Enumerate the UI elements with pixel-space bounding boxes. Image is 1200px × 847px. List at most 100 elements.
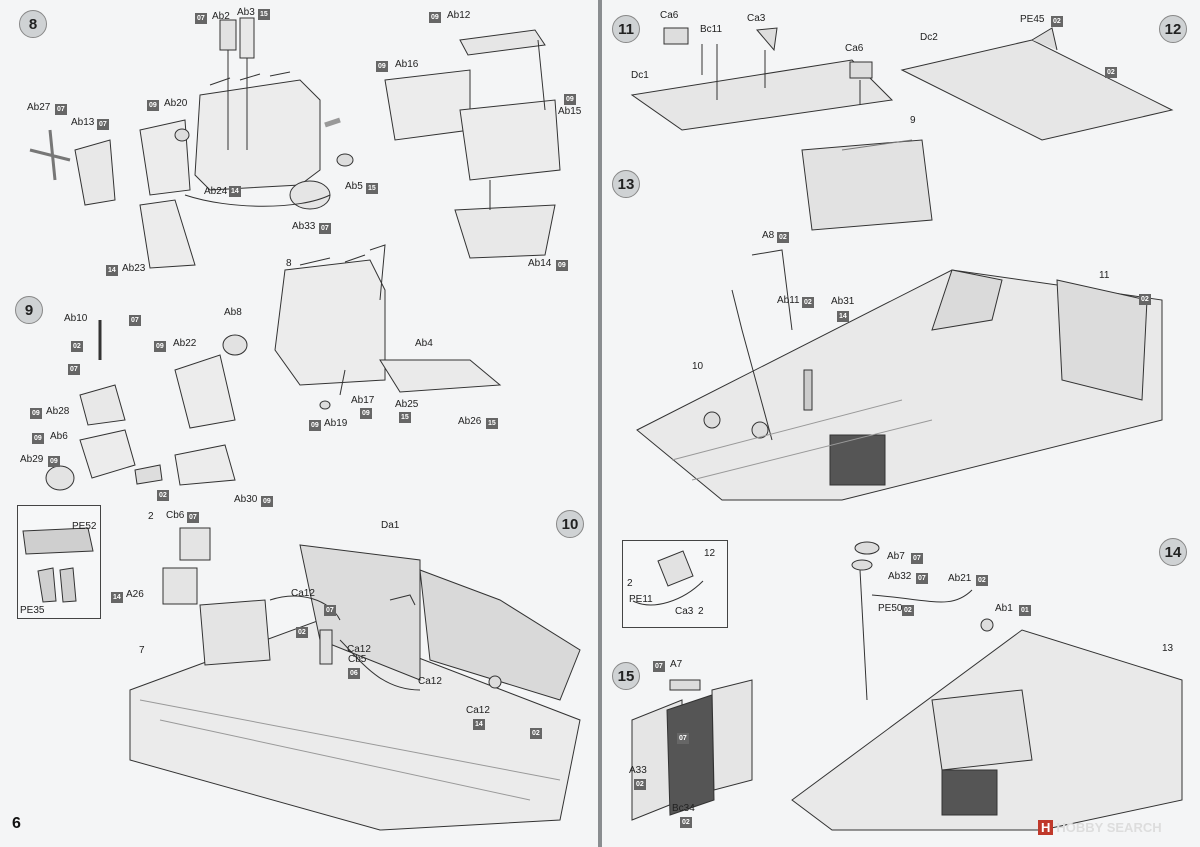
step-number: 14 <box>1164 543 1182 561</box>
part-label-ab30: Ab30 <box>234 494 258 505</box>
part-label-bc34: Bc34 <box>672 803 695 814</box>
sprue-tag: 15 <box>366 183 378 194</box>
part-label-ab22: Ab22 <box>173 338 197 349</box>
part-label-ab4: Ab4 <box>415 338 433 349</box>
part-label-pe52: PE52 <box>72 521 97 532</box>
sub-assembly-ref: 10 <box>692 361 704 372</box>
part-label-ab8: Ab8 <box>224 307 242 318</box>
part-label-ab33: Ab33 <box>292 221 316 232</box>
part-label-ca6: Ca6 <box>660 10 679 21</box>
sub-assembly-ref: 12 <box>704 548 716 559</box>
sprue-tag: 14 <box>837 311 849 322</box>
sprue-tag: 15 <box>486 418 498 429</box>
step-12-marker: 12 <box>1159 15 1187 43</box>
step-14-marker: 14 <box>1159 538 1187 566</box>
left-page: 8 9 10 07 Ab2 Ab3 15 09 Ab12 09 Ab16 09 … <box>0 0 598 847</box>
multiplier-x2: 2 <box>148 511 154 522</box>
sub-assembly-ref: 9 <box>910 115 916 126</box>
part-label-cb6: Cb6 <box>166 510 185 521</box>
step-15-marker: 15 <box>612 662 640 690</box>
part-label-pe11: PE11 <box>629 594 653 605</box>
sprue-tag: 09 <box>376 61 388 72</box>
book-gutter <box>598 0 602 847</box>
step-8-marker: 8 <box>19 10 47 38</box>
sprue-tag: 02 <box>680 817 692 828</box>
sprue-tag: 06 <box>348 668 360 679</box>
multiplier-x2: 2 <box>627 578 633 589</box>
sprue-tag: 09 <box>32 433 44 444</box>
part-label-ab14: Ab14 <box>528 258 552 269</box>
part-label-ab23: Ab23 <box>122 263 146 274</box>
sprue-tag: 07 <box>653 661 665 672</box>
sprue-tag: 02 <box>634 779 646 790</box>
right-page-line-art <box>630 27 1183 831</box>
multiplier-x2: 2 <box>698 606 704 617</box>
step-number: 13 <box>617 175 635 193</box>
sprue-tag: 07 <box>187 512 199 523</box>
sub-assembly-ref: 8 <box>286 258 292 269</box>
part-label-ab16: Ab16 <box>395 59 419 70</box>
part-label-ab5: Ab5 <box>345 181 363 192</box>
part-label-ca3: Ca3 <box>675 606 694 617</box>
sprue-tag: 07 <box>911 553 923 564</box>
sprue-tag: 02 <box>1105 67 1117 78</box>
sprue-tag: 07 <box>55 104 67 115</box>
part-label-ab26: Ab26 <box>458 416 482 427</box>
step-13-marker: 13 <box>612 170 640 198</box>
step-number: 12 <box>1164 20 1182 38</box>
part-label-a26: A26 <box>126 589 144 600</box>
step-number: 8 <box>28 15 38 33</box>
part-label-ab2: Ab2 <box>212 11 230 22</box>
pe-inset-box <box>17 505 101 619</box>
sprue-tag: 14 <box>106 265 118 276</box>
part-label-cb5: Cb5 <box>348 654 367 665</box>
sprue-tag: 14 <box>473 719 485 730</box>
part-label-ab7: Ab7 <box>887 551 905 562</box>
part-label-ca3: Ca3 <box>747 13 766 24</box>
sprue-tag: 07 <box>68 364 80 375</box>
part-label-ab28: Ab28 <box>46 406 70 417</box>
sprue-tag: 01 <box>1019 605 1031 616</box>
sprue-tag: 09 <box>556 260 568 271</box>
part-label-ab24: Ab24 <box>204 186 228 197</box>
part-label-ab10: Ab10 <box>64 313 88 324</box>
sub-assembly-ref: 7 <box>139 645 145 656</box>
sprue-tag: 02 <box>296 627 308 638</box>
step-10-marker: 10 <box>556 510 584 538</box>
part-label-a8: A8 <box>762 230 775 241</box>
part-label-ab15: Ab15 <box>558 106 582 117</box>
part-label-dc1: Dc1 <box>631 70 649 81</box>
sprue-tag: 02 <box>976 575 988 586</box>
part-label-ab3: Ab3 <box>237 7 255 18</box>
sprue-tag: 07 <box>319 223 331 234</box>
watermark-text: HOBBY SEARCH <box>1056 820 1162 835</box>
part-label-ab13: Ab13 <box>71 117 95 128</box>
step-11-marker: 11 <box>612 15 640 43</box>
sprue-tag: 07 <box>324 605 336 616</box>
step-number: 10 <box>561 515 579 533</box>
part-label-ab17: Ab17 <box>351 395 375 406</box>
part-label-ab27: Ab27 <box>27 102 51 113</box>
sprue-tag: 07 <box>677 733 689 744</box>
part-label-ca12: Ca12 <box>466 705 490 716</box>
step-number: 11 <box>618 20 634 38</box>
sprue-tag: 09 <box>564 94 576 105</box>
sprue-tag: 07 <box>195 13 207 24</box>
part-label-pe45: PE45 <box>1020 14 1045 25</box>
sprue-tag: 02 <box>777 232 789 243</box>
part-label-ca12: Ca12 <box>347 644 371 655</box>
page-number: 6 <box>12 815 21 832</box>
sprue-tag: 02 <box>157 490 169 501</box>
sprue-tag: 15 <box>258 9 270 20</box>
part-label-ab29: Ab29 <box>20 454 44 465</box>
part-label-ca12: Ca12 <box>291 588 315 599</box>
part-label-ca6: Ca6 <box>845 43 864 54</box>
part-label-bc11: Bc11 <box>700 24 723 35</box>
watermark-badge: H <box>1038 820 1054 835</box>
sprue-tag: 09 <box>429 12 441 23</box>
right-page: 11 12 13 14 15 Ca6 Bc11 Ca3 Ca6 Dc1 Dc2 … <box>602 0 1200 847</box>
sprue-tag: 09 <box>360 408 372 419</box>
sprue-tag: 02 <box>802 297 814 308</box>
sprue-tag: 07 <box>916 573 928 584</box>
part-label-a33: A33 <box>629 765 647 776</box>
